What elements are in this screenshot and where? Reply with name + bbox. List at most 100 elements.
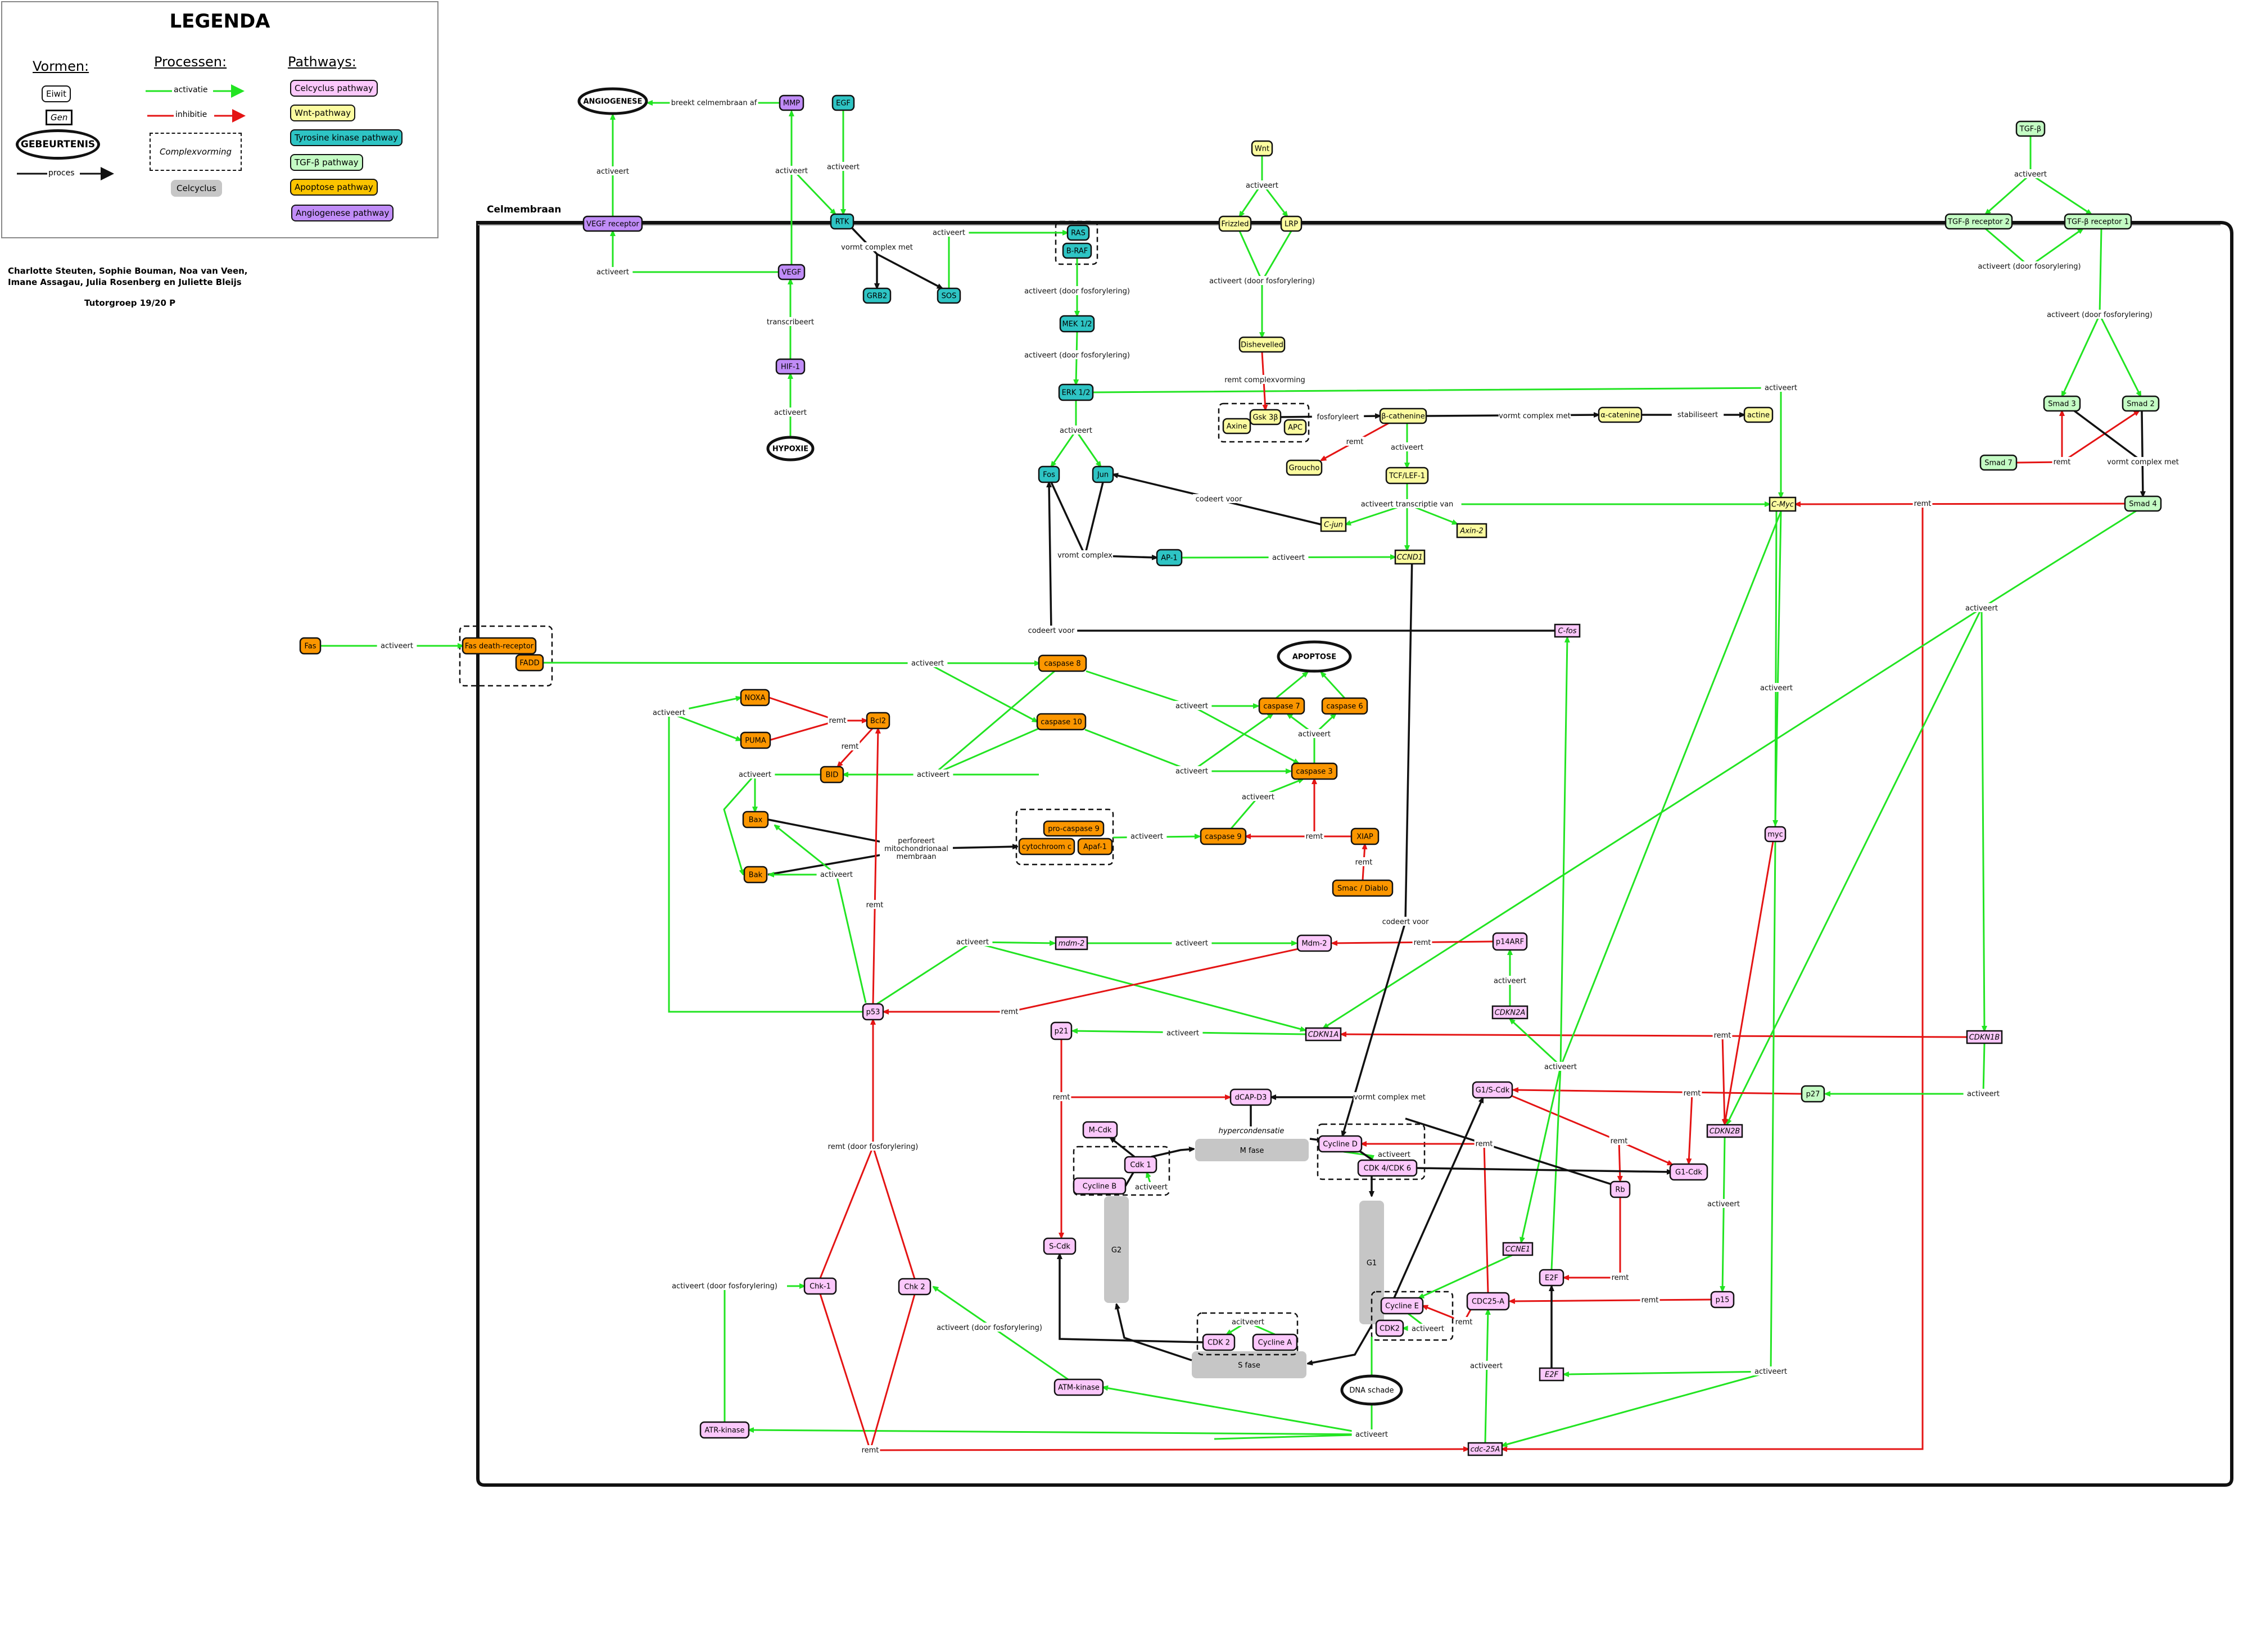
- node-smad2[interactable]: Smad 2: [2122, 395, 2160, 412]
- node-smad4[interactable]: Smad 4: [2124, 495, 2162, 512]
- node-erk[interactable]: ERK 1/2: [1058, 383, 1094, 401]
- node-rtk[interactable]: RTK: [830, 213, 854, 230]
- node-wnt[interactable]: Wnt: [1251, 140, 1273, 157]
- node-casp9[interactable]: caspase 9: [1200, 827, 1247, 845]
- node-cyca[interactable]: Cycline A: [1252, 1333, 1298, 1351]
- node-tcf[interactable]: TCF/LEF-1: [1385, 467, 1429, 485]
- node-atm[interactable]: ATM-kinase: [1053, 1378, 1104, 1396]
- node-dna[interactable]: DNA schade: [1340, 1374, 1403, 1406]
- node-mmp[interactable]: MMP: [779, 94, 804, 111]
- node-hypoxie[interactable]: HYPOXIE: [766, 436, 815, 461]
- node-mcdk[interactable]: M-Cdk: [1082, 1121, 1118, 1139]
- node-ccne1[interactable]: CCNE1: [1502, 1242, 1534, 1256]
- node-p53[interactable]: p53: [862, 1003, 884, 1021]
- node-fas[interactable]: Fas: [299, 637, 322, 655]
- node-axine[interactable]: Axine: [1222, 418, 1251, 435]
- node-casp8[interactable]: caspase 8: [1038, 654, 1087, 672]
- node-p27[interactable]: p27: [1801, 1085, 1825, 1103]
- node-mdm2[interactable]: Mdm-2: [1296, 934, 1332, 952]
- node-noxa[interactable]: NOXA: [740, 689, 770, 707]
- node-angiogenese[interactable]: ANGIOGENESE: [577, 87, 648, 115]
- node-cdk1[interactable]: Cdk 1: [1124, 1156, 1157, 1174]
- node-apaf[interactable]: Apaf-1: [1077, 838, 1113, 856]
- node-dcap[interactable]: dCAP-D3: [1229, 1088, 1272, 1106]
- node-e2fg[interactable]: E2F: [1539, 1367, 1564, 1382]
- node-fos[interactable]: Fos: [1038, 465, 1060, 483]
- node-ccnd1[interactable]: CCND1: [1394, 549, 1426, 565]
- node-tgfr2[interactable]: TGF-β receptor 2: [1944, 213, 2013, 230]
- node-mdm2g[interactable]: mdm-2: [1055, 936, 1088, 951]
- node-scdk[interactable]: S-Cdk: [1043, 1237, 1077, 1255]
- node-rb[interactable]: Rb: [1609, 1180, 1631, 1198]
- node-smac[interactable]: Smac / Diablo: [1332, 879, 1394, 897]
- node-tgfr1[interactable]: TGF-β receptor 1: [2064, 213, 2132, 230]
- node-cdkn2a[interactable]: CDKN2A: [1491, 1005, 1529, 1020]
- node-braf[interactable]: B-RAF: [1062, 242, 1092, 259]
- node-bak[interactable]: Bak: [743, 866, 768, 884]
- node-vegfr[interactable]: VEGF receptor: [582, 215, 643, 232]
- node-axin2[interactable]: Axin-2: [1456, 523, 1487, 538]
- node-groucho[interactable]: Groucho: [1286, 459, 1323, 476]
- node-fasr[interactable]: Fas death-receptor: [462, 637, 537, 655]
- node-cdk2a[interactable]: CDK 2: [1202, 1333, 1236, 1351]
- node-cdc25ag[interactable]: cdc-25A: [1467, 1442, 1503, 1456]
- node-acat[interactable]: α-catenine: [1598, 406, 1643, 423]
- node-chk1[interactable]: Chk-1: [803, 1277, 837, 1295]
- node-p21[interactable]: p21: [1050, 1021, 1073, 1040]
- node-jun[interactable]: Jun: [1092, 465, 1114, 483]
- node-puma[interactable]: PUMA: [740, 731, 771, 749]
- node-casp10[interactable]: caspase 10: [1036, 713, 1087, 731]
- node-vegf[interactable]: VEGF: [777, 264, 806, 280]
- node-casp7[interactable]: caspase 7: [1258, 697, 1305, 715]
- node-cytc[interactable]: cytochroom c: [1018, 838, 1075, 856]
- node-cyce[interactable]: Cycline E: [1380, 1297, 1424, 1315]
- node-procasp9[interactable]: pro-caspase 9: [1043, 820, 1105, 837]
- node-tgfb[interactable]: TGF-β: [2015, 120, 2046, 137]
- node-p14arf[interactable]: p14ARF: [1492, 932, 1528, 951]
- edge-act-cmyc: [1559, 511, 1782, 1067]
- node-grb2[interactable]: GRB2: [862, 287, 892, 304]
- node-cdkn2b[interactable]: CDKN2B: [1706, 1124, 1743, 1138]
- node-fadd[interactable]: FADD: [515, 654, 544, 672]
- node-smad3[interactable]: Smad 3: [2043, 395, 2081, 412]
- node-g1s[interactable]: G1/S-Cdk: [1472, 1081, 1513, 1099]
- node-apc[interactable]: APC: [1283, 419, 1307, 436]
- node-cdk2e[interactable]: CDK2: [1375, 1319, 1404, 1337]
- node-cfos[interactable]: C-fos: [1554, 623, 1581, 638]
- node-myc[interactable]: myc: [1764, 826, 1787, 843]
- node-cjun[interactable]: C-jun: [1320, 517, 1347, 532]
- node-xiap[interactable]: XIAP: [1350, 827, 1380, 845]
- node-bid[interactable]: BID: [820, 766, 844, 784]
- node-smad7[interactable]: Smad 7: [1979, 454, 2018, 471]
- node-dishevelled[interactable]: Dishevelled: [1238, 336, 1286, 353]
- node-cdkn1a[interactable]: CDKN1A: [1305, 1027, 1342, 1042]
- node-g1cdk[interactable]: G1-Cdk: [1669, 1163, 1708, 1181]
- node-bax[interactable]: Bax: [742, 811, 769, 829]
- node-atr[interactable]: ATR-kinase: [699, 1421, 750, 1439]
- node-egf[interactable]: EGF: [831, 94, 855, 111]
- node-hif1[interactable]: HIF-1: [775, 358, 806, 375]
- node-ras[interactable]: RAS: [1066, 224, 1090, 241]
- node-cdk46[interactable]: CDK 4/CDK 6: [1357, 1159, 1418, 1177]
- node-lrp[interactable]: LRP: [1280, 215, 1303, 232]
- node-cdkn1b[interactable]: CDKN1B: [1966, 1030, 2003, 1044]
- node-cmyc[interactable]: C-Myc: [1769, 496, 1797, 512]
- node-frizzled[interactable]: Frizzled: [1218, 215, 1252, 232]
- node-label-p15: p15: [1716, 1296, 1730, 1305]
- node-cdc25a[interactable]: CDC25-A: [1466, 1292, 1510, 1311]
- node-gsk[interactable]: Gsk 3β: [1249, 409, 1282, 426]
- node-mek[interactable]: MEK 1/2: [1059, 315, 1095, 333]
- node-chk2[interactable]: Chk 2: [898, 1278, 931, 1296]
- node-e2f[interactable]: E2F: [1539, 1269, 1564, 1287]
- node-ap1[interactable]: AP-1: [1156, 549, 1183, 567]
- node-p15[interactable]: p15: [1710, 1291, 1735, 1309]
- node-apoptose[interactable]: APOPTOSE: [1277, 640, 1352, 673]
- node-cycd[interactable]: Cycline D: [1318, 1135, 1363, 1153]
- node-actine[interactable]: actine: [1743, 406, 1774, 423]
- node-casp6[interactable]: caspase 6: [1321, 697, 1368, 715]
- node-bcat[interactable]: β-cathenine: [1379, 408, 1427, 424]
- node-casp3[interactable]: caspase 3: [1291, 762, 1338, 780]
- node-sos[interactable]: SOS: [937, 287, 961, 304]
- node-cycb[interactable]: Cycline B: [1073, 1177, 1127, 1195]
- node-bcl2[interactable]: Bcl2: [866, 712, 890, 730]
